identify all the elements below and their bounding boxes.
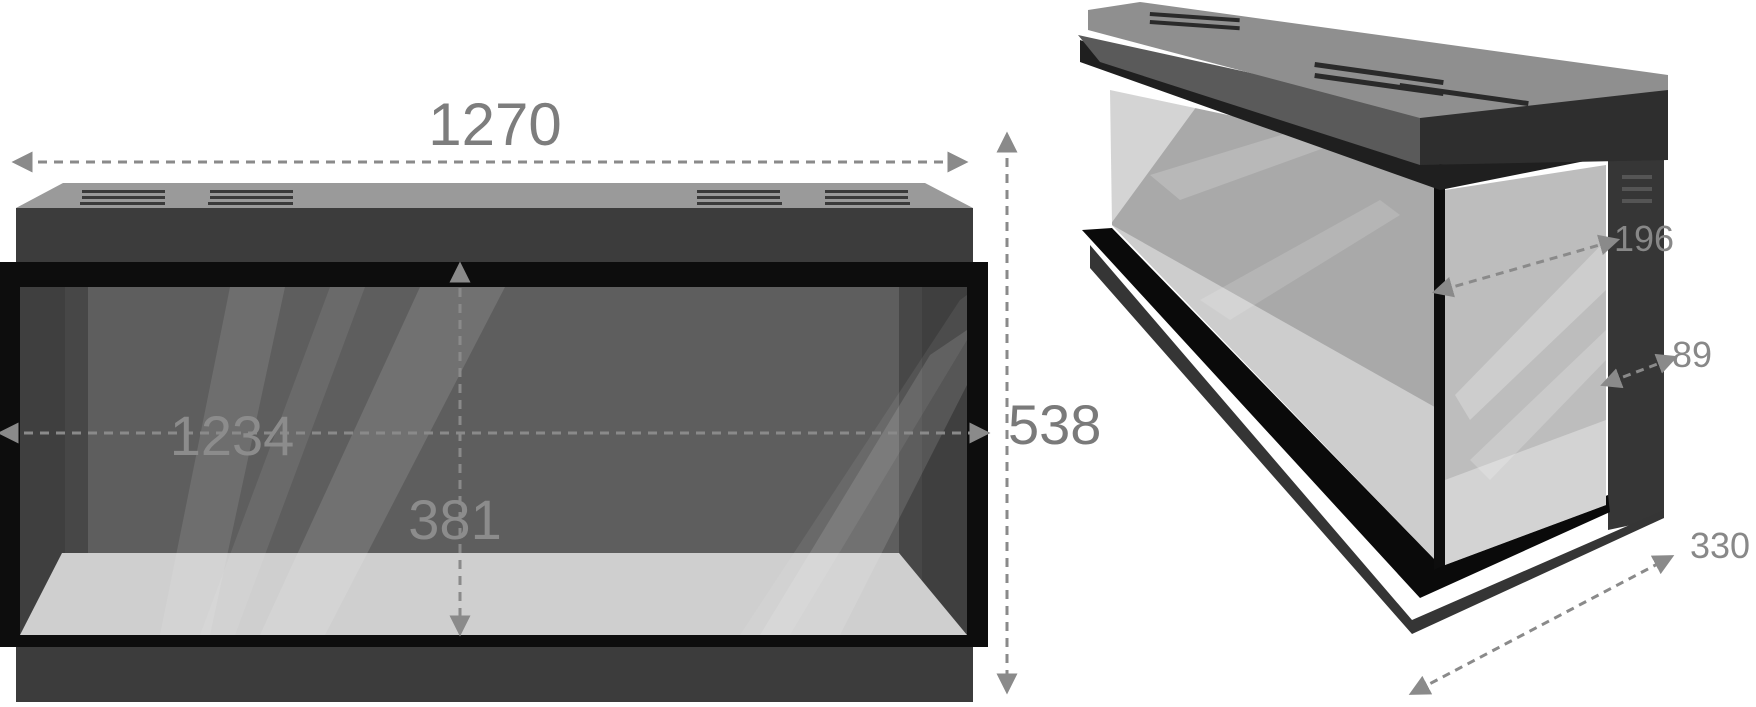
side-top-box-face xyxy=(1078,35,1420,165)
side-floor-frame xyxy=(1082,228,1610,598)
side-body-right xyxy=(1608,82,1664,530)
side-top-vents xyxy=(1149,12,1529,107)
dim-line-inner-depth xyxy=(1431,234,1621,298)
front-view: 1270 538 1234 381 xyxy=(0,91,1101,704)
label-glass-width: 1234 xyxy=(170,404,295,467)
label-inner-depth: 196 xyxy=(1614,218,1674,259)
side-reflections xyxy=(1100,60,1606,480)
glass-right-edge xyxy=(922,287,967,635)
dim-line-frame-depth xyxy=(1600,353,1678,389)
front-floor xyxy=(20,553,967,635)
side-dimension-lines xyxy=(1408,234,1678,695)
vent-group-1 xyxy=(80,190,165,205)
side-top-panel xyxy=(1088,2,1668,118)
label-overall-height: 538 xyxy=(1008,393,1101,456)
side-top-box-right xyxy=(1420,82,1668,165)
label-glass-height: 381 xyxy=(408,488,501,551)
front-dimension-lines xyxy=(0,131,1018,695)
label-overall-width: 1270 xyxy=(428,91,561,158)
side-corner-pillar xyxy=(1434,160,1445,570)
vent-group-3 xyxy=(697,190,782,205)
side-column-vents xyxy=(1622,175,1652,203)
glass-reflections xyxy=(160,287,967,635)
side-glass-floor xyxy=(1445,420,1606,565)
dim-line-total-depth xyxy=(1408,555,1675,695)
side-view: 196 89 330 xyxy=(1078,2,1750,695)
label-frame-depth: 89 xyxy=(1672,334,1712,375)
vent-group-2 xyxy=(208,190,293,205)
front-top-vents xyxy=(80,190,910,205)
front-top-panel xyxy=(16,183,973,208)
label-total-depth: 330 xyxy=(1690,525,1750,566)
side-interior-floor xyxy=(1112,225,1440,565)
vent-group-4 xyxy=(825,190,910,205)
